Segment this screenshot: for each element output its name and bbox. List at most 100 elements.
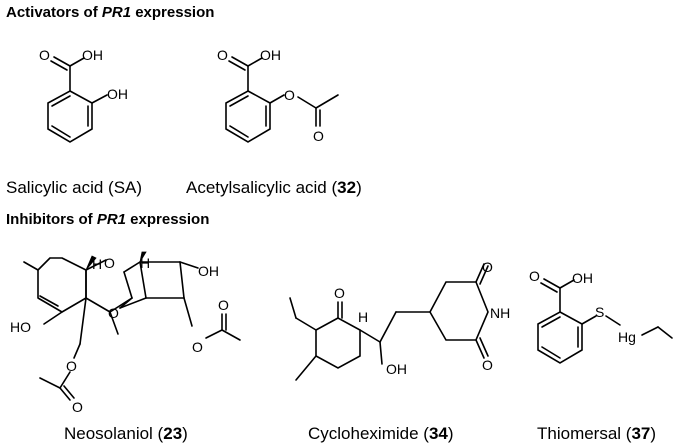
asa-ring-double-3	[229, 125, 249, 138]
activators-heading-prefix: Activators of	[6, 4, 102, 21]
thio-s-hg-bond	[605, 315, 621, 326]
sa-co-bond-1	[53, 56, 71, 67]
neo-ring-a	[37, 257, 87, 313]
asa-ester-o: O	[284, 87, 295, 103]
neo-ch2-bond	[79, 297, 87, 345]
neo-ac2-methyl	[39, 377, 61, 389]
neo-ring-o: O	[104, 255, 115, 271]
neo-ring-a-double	[39, 295, 59, 307]
cycloheximide-structure: O H OH O NH O	[289, 259, 510, 381]
chx-ch2-bond	[379, 311, 397, 343]
neo-methyl-2	[109, 311, 119, 335]
neo-oac-bond	[183, 297, 193, 327]
asa-benzene-ring	[225, 90, 271, 143]
caption-neosolaniol: Neosolaniol (23)	[64, 424, 188, 444]
thio-carbonyl-o: O	[529, 268, 540, 284]
chx-cyclohexanone-ring	[315, 317, 361, 369]
thio-co-bond-1	[543, 278, 561, 289]
neo-methyl-bond	[23, 261, 39, 271]
inhibitors-heading-gene: PR1	[96, 211, 127, 228]
asa-methyl-bond	[315, 94, 339, 109]
neo-ac2-co-1	[59, 387, 71, 401]
acetylsalicylic-acid-structure: O OH O O	[217, 47, 339, 144]
chx-imide-co-1b	[479, 265, 489, 285]
asa-carbonyl-o: O	[217, 47, 228, 63]
caption-salicylic-acid-name: Salicylic acid (SA)	[6, 178, 143, 197]
caption-acetylsalicylic-acid: Acetylsalicylic acid (32)	[186, 178, 362, 198]
caption-salicylic-acid: Salicylic acid (SA)	[6, 178, 142, 198]
caption-acetylsalicylic-acid-name: Acetylsalicylic acid (	[186, 178, 338, 197]
sa-oh-bond	[91, 94, 108, 104]
chx-ketone-o: O	[334, 285, 345, 301]
sa-coh-bond	[69, 57, 85, 67]
chx-h-label: H	[358, 309, 368, 325]
salicylic-acid-structure: O OH OH	[39, 47, 128, 143]
sa-carbonyl-o: O	[39, 47, 50, 63]
neo-ac2-co-2	[63, 385, 75, 399]
asa-co-bond-2	[228, 60, 246, 71]
neo-ring-c-left	[139, 261, 147, 299]
neosolaniol-structure: H O H OH O O O HO O O	[10, 251, 241, 415]
caption-thiomersal-number: 37	[631, 424, 651, 443]
chx-imide-o-2: O	[482, 357, 493, 373]
thio-s-bond	[581, 315, 597, 325]
sa-co-bond-2	[50, 60, 68, 71]
neo-h-wedge-1	[85, 255, 97, 271]
neo-o-c-bond	[59, 371, 71, 389]
neo-ho: HO	[10, 319, 31, 335]
neo-ch2-o-bond	[73, 343, 81, 359]
chx-side-bond	[359, 329, 381, 343]
inhibitors-heading-prefix: Inhibitors of	[6, 211, 97, 228]
activators-heading: Activators of PR1 expression	[6, 4, 214, 21]
caption-cycloheximide-number: 34	[428, 424, 448, 443]
sa-phenol-oh: OH	[107, 86, 128, 102]
neo-h-label-1: H	[92, 256, 102, 272]
thio-s: S	[595, 304, 604, 320]
inhibitors-heading: Inhibitors of PR1 expression	[6, 211, 209, 228]
neo-acetyl-c	[221, 329, 241, 341]
neo-ring-c-right	[179, 261, 185, 299]
inhibitors-heading-suffix: expression	[126, 211, 210, 228]
sa-ring-double-1	[51, 95, 71, 107]
caption-neosolaniol-name: Neosolaniol (	[64, 424, 164, 443]
neo-oh: OH	[198, 263, 219, 279]
chx-glutarimide-ring	[429, 281, 489, 341]
thio-benzene-ring	[537, 311, 583, 364]
chx-imide-co-2b	[479, 337, 489, 357]
neo-epoxide-2	[119, 297, 147, 309]
caption-acetylsalicylic-acid-number: 32	[337, 178, 357, 197]
activators-heading-suffix: expression	[131, 4, 215, 21]
asa-ring-double-1	[229, 95, 249, 107]
neo-ester-o: O	[192, 339, 203, 355]
neo-acetyl-o-2: O	[72, 399, 83, 415]
caption-neosolaniol-number: 23	[163, 424, 183, 443]
caption-thiomersal-name: Thiomersal (	[537, 424, 632, 443]
caption-cycloheximide: Cycloheximide (34)	[308, 424, 454, 444]
neo-h-label-2: H	[140, 255, 150, 271]
asa-coh-bond	[247, 57, 263, 67]
neo-ester-bond	[205, 329, 223, 339]
asa-acyl-o: O	[313, 128, 324, 144]
thio-co-bond-2	[540, 282, 558, 293]
asa-acid-oh: OH	[260, 47, 281, 63]
neo-oh-bond	[179, 261, 199, 269]
thio-coh-bond	[559, 279, 575, 289]
neo-ring-b-top	[123, 271, 133, 299]
thio-ring-double-1	[541, 316, 561, 328]
caption-cycloheximide-close: )	[447, 424, 454, 443]
asa-ester-o-bond	[269, 94, 285, 104]
caption-thiomersal-close: )	[650, 424, 657, 443]
chx-methyl-1	[295, 317, 317, 331]
thio-hg-ethyl-1	[641, 326, 659, 336]
asa-o-c-bond	[297, 96, 317, 109]
neo-acetyl-o: O	[218, 297, 229, 313]
thiomersal-structure: O OH S Hg	[529, 268, 673, 364]
neo-c-c-bond	[123, 261, 141, 273]
thio-ring-double-3	[541, 346, 561, 359]
sa-ring-double-3	[51, 125, 71, 138]
chx-imide-co-2	[475, 339, 485, 359]
chx-methyl-1b	[289, 297, 297, 319]
activators-heading-gene: PR1	[101, 4, 132, 21]
neo-ring-b-bottom	[85, 297, 111, 313]
